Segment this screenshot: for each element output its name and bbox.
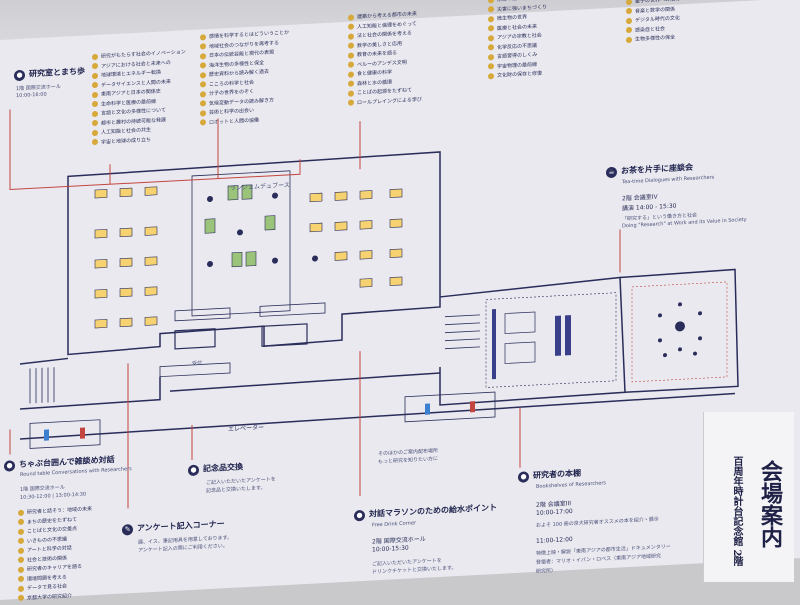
list-item-label: 環境問題を考える	[27, 573, 67, 583]
venue-guide-title: 会場案内	[757, 460, 783, 548]
survey-title: アンケート記入コーナー	[137, 519, 225, 533]
chat-topic-list: 研究者と話そう：地域の未来まちの歴史をたずねてことばと文化の交差点いきものの不思…	[18, 505, 92, 604]
bullet-icon	[18, 509, 24, 516]
gift-icon: ●	[188, 464, 199, 477]
bookshelves-title: 研究者の本棚	[533, 468, 581, 481]
bookshelves-room: 2階 会議室III	[536, 500, 572, 509]
list-item-label: いきものの不思議	[27, 535, 68, 545]
list-item-label: データで見る社会	[27, 583, 68, 592]
bullet-icon	[348, 13, 354, 21]
chat-icon: ●	[4, 460, 15, 472]
bullet-icon	[18, 537, 24, 545]
bullet-icon	[488, 6, 494, 13]
venue-guide-panel: 会場案内 百周年時計台記念館 2階	[703, 412, 794, 582]
souvenir-title: 記念品交換	[203, 462, 243, 474]
bullet-icon	[18, 594, 24, 602]
bullet-icon	[18, 585, 24, 592]
bullet-icon	[18, 566, 24, 573]
elevator-label: エレベーター	[228, 424, 265, 434]
reception-label: 受付	[192, 360, 203, 367]
list-item-label: 研究者と話そう：地域の未来	[27, 506, 93, 516]
bullet-icon	[18, 556, 24, 564]
list-item-label: 研究者のキャリアを語る	[27, 563, 83, 573]
book-icon: ●	[518, 471, 529, 483]
drink-icon: ●	[354, 509, 365, 522]
venue-guide-subtitle: 百周年時計台記念館 2階	[731, 456, 742, 567]
pen-icon: ✎	[122, 524, 133, 536]
bullet-icon	[18, 518, 24, 526]
bullet-icon	[488, 0, 494, 3]
bullet-icon	[626, 0, 632, 5]
list-item-label: アートと科学の対話	[27, 545, 72, 554]
list-item-label: まちの歴史をたずねて	[27, 516, 78, 526]
list-item-label: ことばと文化の交差点	[27, 525, 78, 535]
list-item-label: 京都の庭と文化	[497, 0, 532, 3]
bullet-icon	[18, 575, 24, 583]
list-item-label: 社会と技術の関係	[27, 554, 68, 564]
bullet-icon	[18, 547, 24, 554]
bookshelves-desc-4: 研究所）	[536, 567, 557, 575]
bullet-icon	[18, 528, 24, 535]
